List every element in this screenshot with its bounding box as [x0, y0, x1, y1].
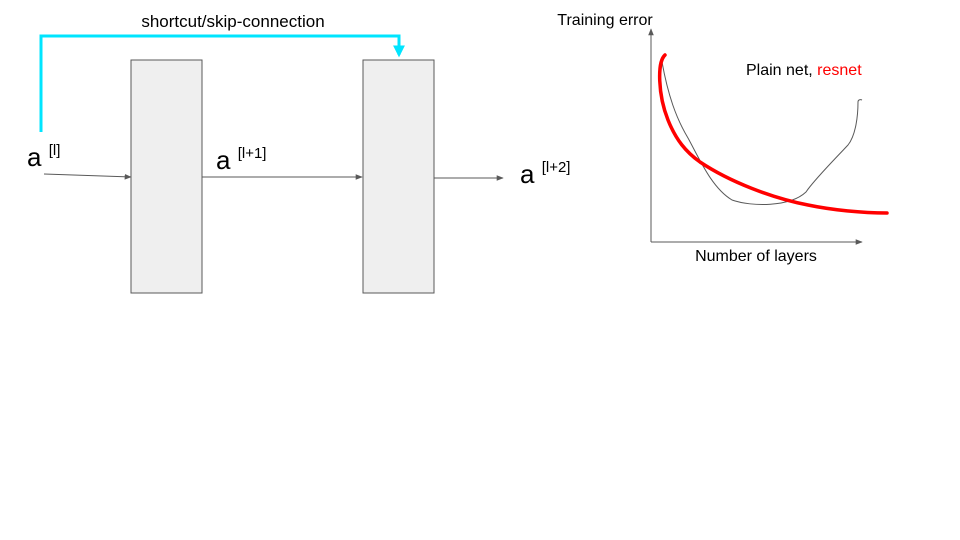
x-axis-label: Number of layers — [695, 248, 817, 265]
output-activation-superscript: [l+2] — [542, 159, 571, 176]
middle-activation-superscript: [l+1] — [238, 145, 267, 162]
resnet-curve — [657, 53, 889, 215]
legend-plain-net: Plain net, — [746, 62, 813, 79]
layer-box-1 — [130, 59, 203, 294]
y-axis-label: Training error — [557, 12, 653, 29]
skip-connection-arrow — [39, 34, 405, 132]
legend-resnet: resnet — [817, 62, 862, 79]
input-arrow — [43, 173, 132, 180]
input-activation-label: a [l] — [27, 142, 60, 172]
output-activation-base: a — [520, 159, 535, 189]
residual-block: shortcut/skip-connection a [l] a [l+1] a… — [27, 12, 570, 294]
input-activation-base: a — [27, 142, 42, 172]
output-activation-label: a [l+2] — [520, 159, 570, 189]
middle-activation-base: a — [216, 145, 231, 175]
layer-box-2 — [362, 59, 435, 294]
middle-activation-label: a [l+1] — [216, 145, 266, 175]
legend: Plain net, resnet — [746, 62, 862, 79]
training-error-plot: Training error Number of layers Plain ne… — [557, 12, 889, 265]
skip-connection-label: shortcut/skip-connection — [141, 12, 324, 31]
plain-net-curve — [661, 61, 863, 206]
input-activation-superscript: [l] — [49, 142, 61, 159]
